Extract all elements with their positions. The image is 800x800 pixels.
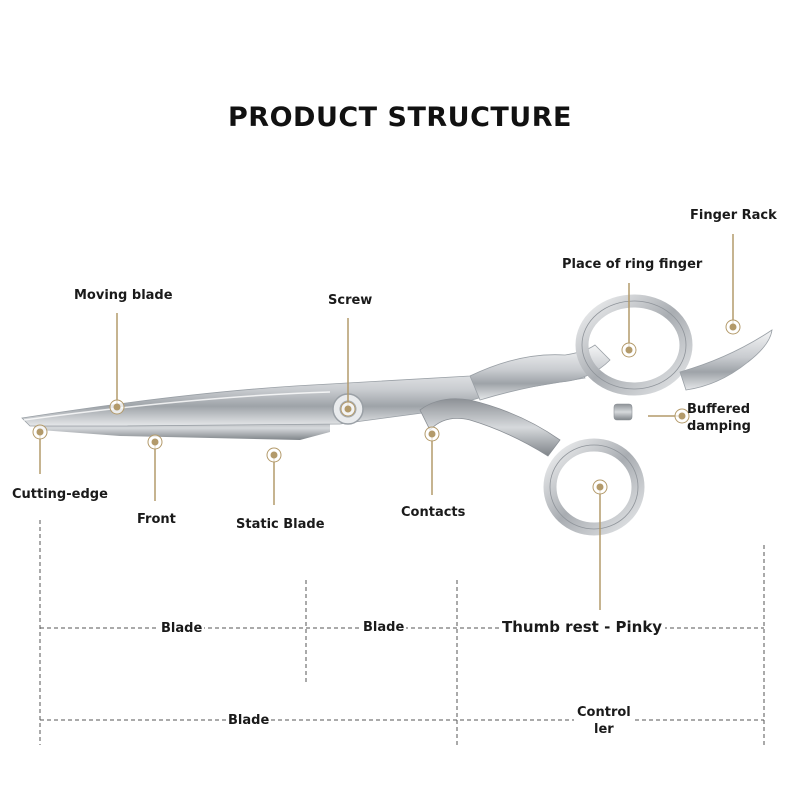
marker-dot-static-blade <box>270 451 278 459</box>
marker-dot-screw <box>344 405 352 413</box>
marker-dot-buffered-damping <box>678 412 686 420</box>
label-screw: Screw <box>328 293 373 308</box>
marker-dot-contacts <box>428 430 436 438</box>
label-buffered-damping: Buffered damping <box>687 401 751 435</box>
label-static-blade: Static Blade <box>236 517 325 532</box>
label-buffered-line2: damping <box>687 419 751 434</box>
label-finger-rack: Finger Rack <box>690 208 777 223</box>
finger-rack-shape <box>679 329 773 391</box>
marker-dot-moving-blade <box>113 403 121 411</box>
section-row2-controller: Control ler <box>574 704 634 738</box>
section-row1-blade-2: Blade <box>361 619 407 636</box>
page-title: PRODUCT STRUCTURE <box>228 102 572 133</box>
label-cutting-edge: Cutting-edge <box>12 487 108 502</box>
label-ring-finger: Place of ring finger <box>562 257 703 272</box>
marker-dot-front <box>151 438 159 446</box>
marker-dot-thumb-rest <box>596 483 604 491</box>
marker-dot-ring-finger <box>625 346 633 354</box>
label-buffered-line1: Buffered <box>687 402 751 417</box>
lower-shank-shape <box>419 398 561 457</box>
label-front: Front <box>137 512 176 527</box>
upper-shank-shape <box>469 344 611 401</box>
label-moving-blade: Moving blade <box>74 288 173 303</box>
section-row2-controller-line1: Control <box>577 705 631 720</box>
damping-bumper-shape <box>613 403 633 421</box>
section-row1-thumb-rest: Thumb rest - Pinky <box>499 619 666 636</box>
marker-dot-cutting-edge <box>36 428 44 436</box>
section-row2-blade: Blade <box>226 712 272 729</box>
section-row2-controller-line2: ler <box>594 722 614 737</box>
section-row1-blade-1: Blade <box>159 620 205 637</box>
marker-dot-finger-rack <box>729 323 737 331</box>
label-contacts: Contacts <box>401 505 466 520</box>
